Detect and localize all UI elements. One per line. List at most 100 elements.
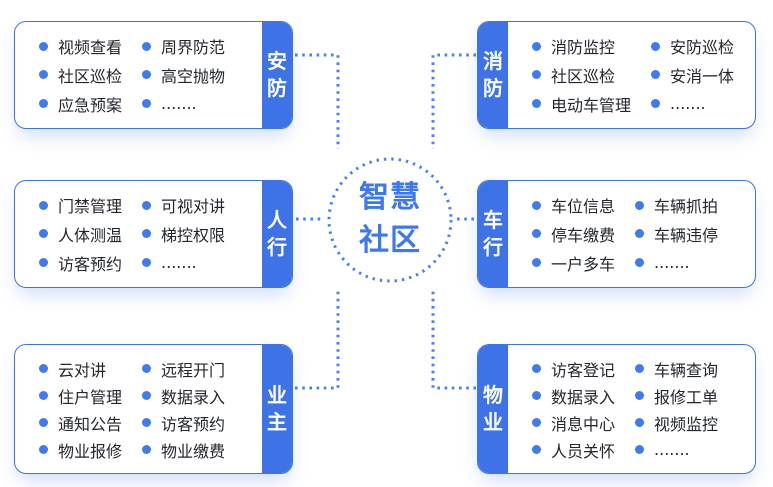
bullet-dot-icon	[39, 70, 48, 80]
list-item-label: 安防巡检	[670, 38, 735, 58]
list-item: 社区巡检	[532, 61, 631, 90]
list-item-label: 数据录入	[551, 387, 616, 407]
list-item-label: 人员关怀	[551, 441, 616, 461]
list-item: 通知公告	[39, 409, 122, 436]
bullet-dot-icon	[142, 418, 152, 427]
bullet-dot-icon	[142, 391, 152, 400]
list-item-label: 门禁管理	[58, 197, 123, 217]
list-item-label: 通知公告	[58, 414, 123, 434]
list-item-label: 车辆查询	[654, 360, 719, 380]
list-item: 应急预案	[39, 89, 122, 118]
list-item-label: 社区巡检	[551, 66, 616, 86]
list-item-label: 视频查看	[58, 38, 123, 58]
card-property-management: 物业 访客登记 数据录入 消息中心 人员关怀 车辆查询 报修工单 视频监控 ..…	[477, 344, 756, 474]
list-item: 云对讲	[39, 355, 122, 382]
list-item-label: .......	[654, 253, 690, 273]
list-item-label: 人体测温	[58, 225, 123, 245]
list-item-label: 视频监控	[654, 414, 719, 434]
bullet-dot-icon	[39, 391, 48, 400]
list-item-label: 车位信息	[551, 197, 616, 217]
list-item-label: 数据录入	[161, 387, 226, 407]
list-item-label: 电动车管理	[551, 95, 632, 115]
list-item-label: 一户多车	[551, 254, 616, 274]
list-item: 视频查看	[39, 32, 122, 61]
bullet-dot-icon	[532, 229, 541, 239]
list-item-label: 访客预约	[58, 254, 123, 274]
bullet-dot-icon	[532, 418, 541, 427]
card-vehicle-access-items: 车位信息 停车缴费 一户多车 车辆抓拍 车辆违停 .......	[508, 181, 755, 287]
list-item: .......	[635, 248, 718, 277]
bullet-dot-icon	[532, 200, 541, 210]
list-item-label: .......	[670, 94, 706, 114]
bullet-dot-icon	[39, 200, 48, 210]
bullet-dot-icon	[532, 364, 541, 373]
bullet-dot-icon	[39, 445, 48, 454]
list-item: 报修工单	[635, 382, 718, 409]
card-security-items: 视频查看 社区巡检 应急预案 周界防范 高空抛物 .......	[15, 22, 262, 128]
list-item-label: .......	[161, 94, 197, 114]
list-item: 车位信息	[532, 191, 615, 220]
bullet-dot-icon	[532, 391, 541, 400]
bullet-dot-icon	[39, 41, 48, 51]
list-item: 消防监控	[532, 32, 631, 61]
card-owner: 云对讲 住户管理 通知公告 物业报修 远程开门 数据录入 访客预约 物业缴费 业…	[14, 344, 293, 474]
connector-property	[431, 291, 476, 390]
list-item-label: 访客预约	[161, 414, 226, 434]
card-pedestrian-access-items: 门禁管理 人体测温 访客预约 可视对讲 梯控权限 .......	[15, 181, 262, 287]
bullet-dot-icon	[142, 445, 152, 454]
list-item: 高空抛物	[142, 61, 225, 90]
list-item: .......	[142, 89, 225, 118]
center-circle-outline	[327, 157, 453, 283]
list-item: 梯控权限	[142, 220, 225, 249]
card-fire-protection: 消防 消防监控 社区巡检 电动车管理 安防巡检 安消一体 .......	[477, 21, 756, 129]
list-item-label: 访客登记	[551, 360, 616, 380]
list-item: 车辆违停	[635, 220, 718, 249]
list-item-label: .......	[161, 253, 197, 273]
center-title-line1: 智慧	[359, 180, 421, 216]
list-item: 数据录入	[142, 382, 225, 409]
list-item: .......	[635, 436, 718, 463]
card-property-management-items: 访客登记 数据录入 消息中心 人员关怀 车辆查询 报修工单 视频监控 .....…	[508, 345, 755, 473]
tab-vehicle-access: 车行	[478, 181, 508, 287]
card-fire-protection-items: 消防监控 社区巡检 电动车管理 安防巡检 安消一体 .......	[508, 22, 755, 128]
connector-security	[295, 53, 340, 149]
tab-security: 安防	[262, 22, 292, 128]
bullet-dot-icon	[39, 418, 48, 427]
list-item: 视频监控	[635, 409, 718, 436]
list-item: 安消一体	[651, 61, 734, 90]
list-item-label: 高空抛物	[161, 66, 226, 86]
list-item-label: 住户管理	[58, 387, 123, 407]
list-item-label: 报修工单	[654, 387, 719, 407]
list-item: 社区巡检	[39, 61, 122, 90]
card-vehicle-access: 车行 车位信息 停车缴费 一户多车 车辆抓拍 车辆违停 .......	[477, 180, 756, 288]
bullet-dot-icon	[142, 364, 152, 373]
bullet-dot-icon	[651, 70, 661, 80]
list-item: 人体测温	[39, 220, 122, 249]
list-item-label: 云对讲	[58, 360, 107, 380]
list-item: 访客登记	[532, 355, 615, 382]
list-item-label: 车辆抓拍	[654, 197, 719, 217]
tab-fire-protection: 消防	[478, 22, 508, 128]
list-item-label: 停车缴费	[551, 225, 616, 245]
list-item: 远程开门	[142, 355, 225, 382]
list-item: 物业报修	[39, 436, 122, 463]
bullet-dot-icon	[142, 70, 152, 80]
bullet-dot-icon	[635, 258, 645, 268]
bullet-dot-icon	[532, 70, 541, 80]
bullet-dot-icon	[635, 445, 645, 454]
list-item: 一户多车	[532, 248, 615, 277]
list-item: 物业缴费	[142, 436, 225, 463]
tab-vehicle-access-label: 车行	[483, 208, 503, 259]
list-item: 门禁管理	[39, 191, 122, 220]
bullet-dot-icon	[532, 41, 541, 51]
list-item: 电动车管理	[532, 89, 631, 118]
bullet-dot-icon	[635, 229, 645, 239]
list-item-label: 安消一体	[670, 66, 735, 86]
bullet-dot-icon	[635, 391, 645, 400]
list-item-label: 可视对讲	[161, 197, 226, 217]
list-item-label: .......	[654, 440, 690, 459]
bullet-dot-icon	[532, 445, 541, 454]
tab-owner-label: 业主	[267, 383, 287, 434]
